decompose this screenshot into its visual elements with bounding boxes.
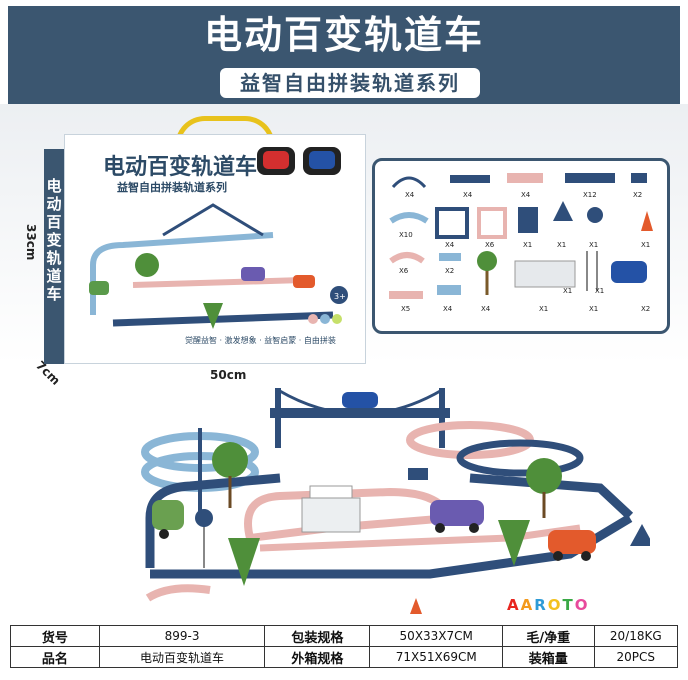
part-qty: X1 [557, 241, 567, 249]
part-qty: X1 [563, 287, 573, 295]
spec-table: 货号 899-3 包装规格 50X33X7CM 毛/净重 20/18KG 品名 … [10, 625, 679, 668]
parts-panel: X4 X4 X4 X12 X2 X10 X4 X6 X1 X1 X1 X1 X6… [372, 158, 670, 334]
brand-letter: T [562, 596, 575, 614]
part-qty: X2 [641, 305, 651, 313]
value-item-no: 899-3 [98, 625, 266, 647]
part-qty: X1 [523, 241, 533, 249]
part-qty: X6 [399, 267, 409, 275]
part-qty: X1 [595, 287, 605, 295]
value-product-name: 电动百变轨道车 [98, 646, 266, 668]
product-subtitle: 益智自由拼装轨道系列 [240, 71, 460, 95]
product-title: 电动百变轨道车 [203, 13, 484, 57]
value-weight: 20/18KG [593, 625, 679, 647]
part-qty: X5 [401, 305, 411, 313]
part-qty: X10 [399, 231, 413, 239]
brand-letter: R [534, 596, 548, 614]
part-qty: X4 [443, 305, 453, 313]
value-carton-size: 71X51X69CM [369, 646, 504, 668]
box-cars-illustration [257, 147, 341, 175]
box-features: 觉醒益智 · 激发想象 · 益智启蒙 · 自由拼装 [185, 336, 336, 345]
part-qty: X1 [589, 305, 599, 313]
box-track-scene: 3+ [89, 203, 348, 329]
part-qty: X4 [405, 191, 415, 199]
part-qty: X4 [463, 191, 473, 199]
package-box: 电动百变轨道车 益智自由拼装轨道系列 3+ 觉醒益智 · 激发想象 · 益 [64, 134, 366, 364]
part-qty: X4 [521, 191, 531, 199]
part-qty: X2 [445, 267, 455, 275]
label-carton-size: 外箱规格 [264, 646, 371, 668]
label-weight: 毛/净重 [502, 625, 595, 647]
assembled-track-scene [141, 388, 650, 614]
brand-logo: AAROTO [507, 596, 590, 614]
box-title: 电动百变轨道车 [103, 155, 258, 180]
dimension-height: 33cm [24, 224, 38, 261]
box-subtitle: 益智自由拼装轨道系列 [117, 181, 227, 194]
age-badge: 3+ [334, 292, 346, 301]
box-handle [175, 116, 275, 151]
brand-letter: A [520, 596, 535, 614]
parts-illustrations [389, 173, 653, 299]
dimension-width: 50cm [210, 368, 247, 382]
part-qty: X1 [539, 305, 549, 313]
product-showcase: 33cm 7cm 50cm 电动百变轨道车 电动百变轨道车 益智自由拼装轨道系列 [0, 104, 688, 624]
part-qty: X4 [481, 305, 491, 313]
part-qty: X12 [583, 191, 597, 199]
label-packing-qty: 装箱量 [502, 646, 595, 668]
box-side-text: 电动百变轨道车 [46, 177, 62, 303]
part-qty: X1 [641, 241, 651, 249]
brand-letter: A [507, 596, 521, 614]
value-packing-qty: 20PCS [593, 646, 679, 668]
header-banner: 电动百变轨道车 益智自由拼装轨道系列 [8, 6, 680, 104]
part-qty: X4 [445, 241, 455, 249]
subtitle-badge: 益智自由拼装轨道系列 [220, 68, 480, 98]
value-package-size: 50X33X7CM [369, 625, 504, 647]
label-package-size: 包装规格 [264, 625, 371, 647]
part-qty: X2 [633, 191, 643, 199]
part-qty: X6 [485, 241, 495, 249]
table-row: 货号 899-3 包装规格 50X33X7CM 毛/净重 20/18KG [10, 625, 679, 647]
table-row: 品名 电动百变轨道车 外箱规格 71X51X69CM 装箱量 20PCS [10, 646, 679, 668]
brand-letter: O [574, 596, 590, 614]
box-side-panel: 电动百变轨道车 [44, 149, 64, 364]
label-product-name: 品名 [10, 646, 100, 668]
part-qty: X1 [589, 241, 599, 249]
brand-letter: O [547, 596, 563, 614]
label-item-no: 货号 [10, 625, 100, 647]
